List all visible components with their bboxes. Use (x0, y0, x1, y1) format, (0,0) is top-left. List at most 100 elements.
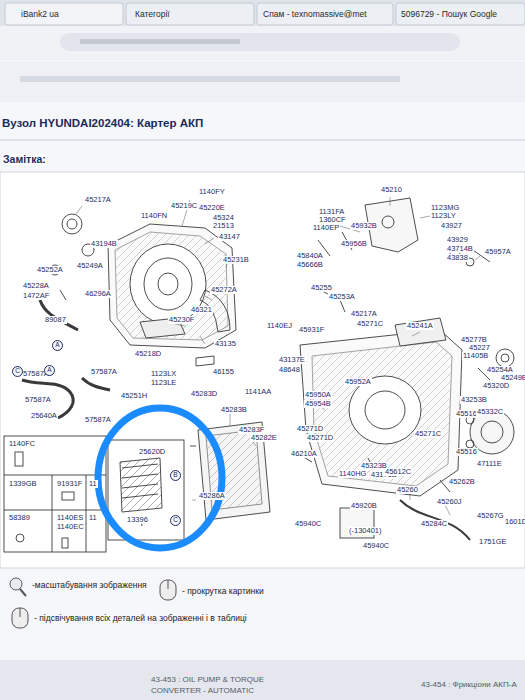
callout-number: 45940C (294, 520, 322, 528)
callout-number: 45954B (304, 400, 332, 408)
section-link: 43-454 : Фрикціони АКП-А (420, 681, 518, 689)
legend-text: -масштабування зображення (32, 581, 147, 590)
callout-number: 91931F (56, 480, 83, 488)
callout-number: 1140FY (198, 188, 226, 196)
callout-number: 1140FC (8, 440, 36, 448)
callout-number: 45241A (406, 322, 434, 330)
callout-number: 45283F (238, 426, 265, 434)
callout-number: 1141AA (244, 388, 272, 396)
callout-number: 45612C (384, 468, 412, 476)
callout-number: 1123MG (430, 204, 460, 212)
callout-number: 43137E (278, 356, 306, 364)
callout-number: 11 (88, 480, 98, 488)
callout-number: 13396 (126, 516, 149, 524)
callout-number: 45950A (304, 391, 332, 399)
callout-number: 43253B (460, 396, 488, 404)
note-heading: Замітка: (2, 154, 47, 165)
callout-number: 1140FN (140, 212, 168, 220)
callout-number: 1751GE (478, 538, 508, 546)
callout-number: 45666B (296, 261, 324, 269)
callout-number: 43927 (440, 222, 463, 230)
callout-number: 45217A (84, 196, 112, 204)
callout-number: 43929 (446, 236, 469, 244)
callout-number: 43714B (446, 245, 474, 253)
callout-number: 46321 (190, 306, 213, 314)
section-link: CONVERTER - AUTOMATIC (150, 687, 255, 695)
callout-number: 45217A (350, 310, 378, 318)
callout-number: 45262B (448, 478, 476, 486)
callout-number: 45231B (222, 256, 250, 264)
circled-letter: A (44, 365, 55, 376)
tab-title: Спам - texnomassive@met (262, 10, 368, 19)
callout-number: 45249B (500, 374, 525, 382)
letter: B (173, 472, 177, 479)
callout-number: 1123LX (150, 370, 177, 378)
callout-number: 45218D (134, 350, 162, 358)
callout-number: 11405B (462, 352, 489, 360)
callout-number: 45840A (296, 252, 324, 260)
callout-number: 45230F (168, 316, 195, 324)
blurred-header (0, 62, 525, 102)
callout-number: 57587A (90, 368, 118, 376)
callout-number: 25640A (30, 412, 58, 420)
browser-tab (5, 3, 123, 25)
callout-number: 45932B (350, 222, 378, 230)
callout-number: 1123LE (150, 379, 177, 387)
callout-number: 45956B (340, 240, 368, 248)
circled-letter: C (12, 366, 23, 377)
callout-number: 45286A (198, 492, 226, 500)
callout-number: 45283B (220, 406, 248, 414)
callout-number: 57587A (24, 396, 52, 404)
callout-number: 45324 (212, 214, 235, 222)
letter: A (55, 342, 59, 349)
callout-number: 45227 (468, 344, 491, 352)
callout-number: 45277B (460, 336, 488, 344)
callout-number: 45283D (190, 390, 218, 398)
callout-number: (-130401) (348, 527, 383, 535)
callout-number: 48648 (278, 366, 301, 374)
callout-number: 1123LY (430, 212, 457, 220)
blurred-header (20, 76, 400, 82)
url-field (60, 33, 460, 51)
callout-number: 45253A (328, 293, 356, 301)
letter: A (47, 367, 51, 374)
browser-tab (396, 3, 525, 25)
blurred-url (80, 39, 240, 44)
callout-number: 89087 (44, 316, 67, 324)
callout-number: 45210 (380, 186, 403, 194)
callout-number: 45255 (310, 284, 333, 292)
page-title: Вузол HYUNDAI202404: Картер АКП (2, 117, 203, 129)
highlight-circle (98, 408, 222, 548)
callout-number: 45260 (396, 486, 419, 494)
tab-title: Категорії (134, 10, 171, 19)
callout-number: 43147 (218, 233, 241, 241)
circled-letter: C (170, 515, 181, 526)
callout-number: 1131FA (318, 208, 345, 216)
callout-number: 45332C (476, 408, 504, 416)
url-bar (0, 26, 525, 60)
callout-number: 45957A (484, 248, 512, 256)
callout-number: 45952A (344, 378, 372, 386)
callout-number: 45931F (298, 326, 325, 334)
callout-number: 46155 (212, 368, 235, 376)
callout-number: 1472AF (22, 292, 50, 300)
callout-number: 45220E (198, 204, 226, 212)
callout-number: 45267G (476, 512, 505, 520)
callout-number: 45320D (482, 382, 510, 390)
callout-number: 43135 (214, 340, 237, 348)
callout-number: 58389 (8, 514, 31, 522)
callout-number: 1339GB (8, 480, 38, 488)
letter: C (15, 368, 20, 375)
callout-number: 1140ES (56, 514, 84, 522)
callout-number: 45271C (414, 430, 442, 438)
circled-letter: A (52, 340, 63, 351)
callout-number: 45260J (436, 498, 463, 506)
callout-number: 21513 (212, 222, 235, 230)
callout-number: 1140EC (56, 523, 85, 531)
circled-letter: B (170, 470, 181, 481)
diagram-frame (0, 172, 525, 568)
callout-number: 45252A (36, 266, 64, 274)
callout-number: 45219C (170, 202, 198, 210)
callout-number: 45271D (296, 425, 324, 433)
callout-number: 45272A (210, 286, 238, 294)
